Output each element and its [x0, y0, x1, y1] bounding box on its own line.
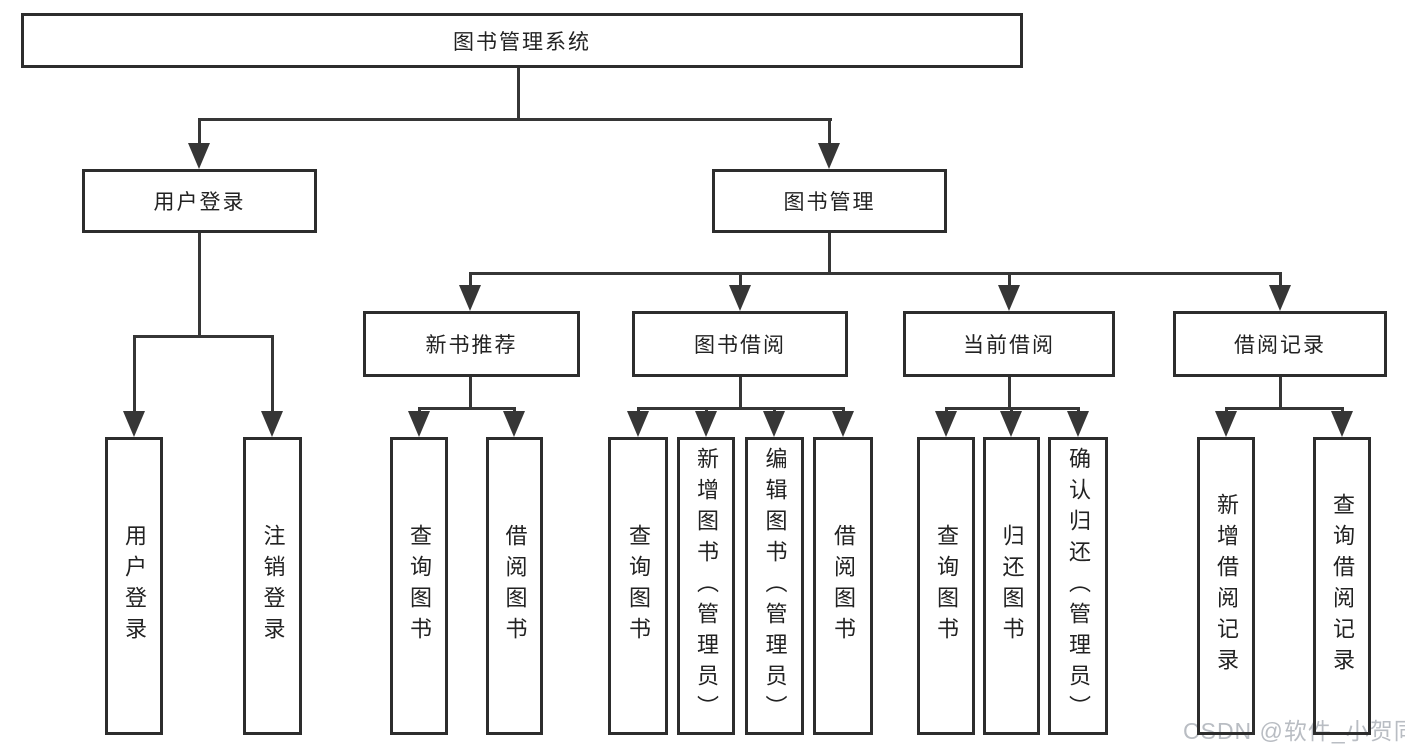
leaf-label: 归还图书	[999, 524, 1025, 648]
arrow-down-icon	[503, 411, 525, 437]
leaf-return-books: 归还图书	[983, 437, 1040, 735]
node-user-login: 用户登录	[82, 169, 317, 233]
arrow-down-icon	[627, 411, 649, 437]
edge-new-book-bus	[418, 407, 515, 410]
leaf-edit-books-admin: 编辑图书（管理员）	[745, 437, 804, 735]
arrow-down-icon	[408, 411, 430, 437]
edge-to-user-login	[198, 118, 201, 145]
leaf-label: 查询图书	[934, 524, 959, 648]
arrow-down-icon	[1067, 411, 1089, 437]
leaf-label: 借阅图书	[502, 524, 528, 648]
leaf-label: 查询借阅记录	[1330, 493, 1355, 679]
arrow-down-icon	[1269, 285, 1291, 311]
leaf-label: 新增借阅记录	[1214, 493, 1239, 679]
arrow-down-icon	[459, 285, 481, 311]
leaf-confirm-return-admin: 确认归还（管理员）	[1048, 437, 1108, 735]
edge-to-book-management	[828, 118, 831, 145]
leaf-label: 确认归还（管理员）	[1066, 446, 1091, 726]
leaf-label: 注销登录	[260, 524, 286, 648]
leaf-label: 用户登录	[122, 524, 147, 648]
node-book-management: 图书管理	[712, 169, 947, 233]
leaf-logout-login: 注销登录	[243, 437, 302, 735]
arrow-down-icon	[1215, 411, 1237, 437]
edge-level3-bus	[469, 272, 1281, 275]
edge-level2-bus	[198, 118, 832, 121]
edge-book-borrowing-bus	[637, 407, 843, 410]
arrow-down-icon	[729, 285, 751, 311]
edge-to-book-borrowing	[739, 272, 742, 287]
edge-borrowing-records-stem	[1279, 377, 1282, 409]
edge-user-login-bus	[133, 335, 273, 338]
leaf-label: 编辑图书（管理员）	[762, 446, 788, 726]
arrow-down-icon	[1331, 411, 1353, 437]
arrow-down-icon	[818, 143, 840, 169]
leaf-add-borrow-record: 新增借阅记录	[1197, 437, 1255, 735]
leaf-borrow-books-recommend: 借阅图书	[486, 437, 543, 735]
edge-root-stem	[517, 68, 520, 118]
arrow-down-icon	[695, 411, 717, 437]
edge-current-borrowing-stem	[1008, 377, 1011, 409]
edge-book-borrowing-stem	[739, 377, 742, 409]
edge-to-borrowing-records	[1279, 272, 1282, 287]
edge-user-login-stem	[198, 233, 201, 335]
leaf-borrow-books-borrowing: 借阅图书	[813, 437, 873, 735]
edge-to-new-book	[469, 272, 472, 287]
arrow-down-icon	[998, 285, 1020, 311]
leaf-add-books-admin: 新增图书（管理员）	[677, 437, 735, 735]
leaf-query-books-recommend: 查询图书	[390, 437, 448, 735]
leaf-user-login: 用户登录	[105, 437, 163, 735]
leaf-label: 借阅图书	[831, 524, 856, 648]
node-book-borrowing: 图书借阅	[632, 311, 848, 377]
leaf-query-books-borrowing: 查询图书	[608, 437, 668, 735]
edge-to-leaf-user-login	[133, 335, 136, 413]
node-library-management-system: 图书管理系统	[21, 13, 1023, 68]
edge-new-book-stem	[469, 377, 472, 409]
leaf-query-books-current: 查询图书	[917, 437, 975, 735]
edge-book-management-stem	[828, 233, 831, 272]
edge-to-current-borrowing	[1008, 272, 1011, 287]
arrow-down-icon	[763, 411, 785, 437]
leaf-query-borrow-record: 查询借阅记录	[1313, 437, 1371, 735]
leaf-label: 新增图书（管理员）	[694, 446, 719, 726]
arrow-down-icon	[935, 411, 957, 437]
leaf-label: 查询图书	[626, 524, 651, 648]
node-new-book-recommendation: 新书推荐	[363, 311, 580, 377]
arrow-down-icon	[261, 411, 283, 437]
arrow-down-icon	[123, 411, 145, 437]
edge-to-leaf-logout	[271, 335, 274, 413]
arrow-down-icon	[832, 411, 854, 437]
edge-borrowing-records-bus	[1225, 407, 1342, 410]
leaf-label: 查询图书	[407, 524, 432, 648]
node-current-borrowing: 当前借阅	[903, 311, 1115, 377]
arrow-down-icon	[188, 143, 210, 169]
node-borrowing-records: 借阅记录	[1173, 311, 1387, 377]
arrow-down-icon	[1000, 411, 1022, 437]
